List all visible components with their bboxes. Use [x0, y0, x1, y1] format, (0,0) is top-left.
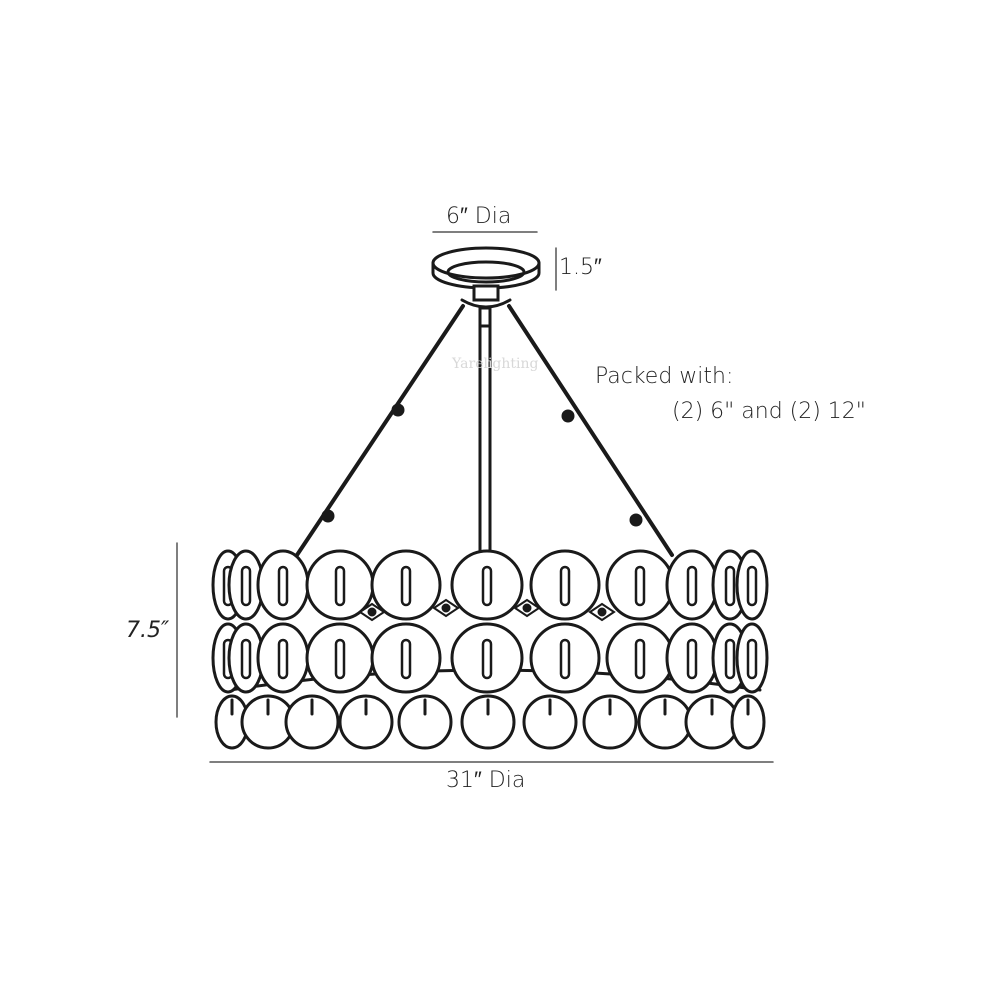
packed-with-detail: (2) 6" and (2) 12" — [672, 399, 866, 424]
disc-clip — [724, 565, 736, 607]
disc-clip — [481, 565, 493, 607]
bottom-disc — [460, 694, 516, 750]
disc-clip — [481, 638, 493, 680]
disc-clip — [559, 638, 571, 680]
disc-clip — [240, 638, 252, 680]
disc-clip — [400, 638, 412, 680]
disc-clip — [400, 565, 412, 607]
disc-clip — [334, 638, 346, 680]
disc-clip — [559, 565, 571, 607]
connector-dot — [597, 607, 607, 617]
disc-clip — [686, 565, 698, 607]
connector-dot — [441, 603, 451, 613]
disc-clip — [724, 638, 736, 680]
disc-clip — [686, 638, 698, 680]
disc-clip — [634, 638, 646, 680]
overall-diameter-label: 31″ Dia — [446, 768, 526, 793]
body-height-label: 7.5″ — [126, 618, 170, 643]
disc-clip — [277, 565, 289, 607]
canopy-diameter-label: 6″ Dia — [446, 204, 512, 229]
disc-clip — [240, 565, 252, 607]
connector-dot — [522, 603, 532, 613]
canopy — [431, 246, 541, 328]
disc-clip — [746, 565, 758, 607]
disc-clip — [634, 565, 646, 607]
canopy-height-label: 1.5″ — [559, 255, 602, 280]
bottom-disc — [284, 694, 340, 750]
disc-clip — [746, 638, 758, 680]
bottom-disc — [338, 694, 394, 750]
bottom-disc — [730, 694, 766, 750]
disc-clip — [334, 565, 346, 607]
disc-clip — [277, 638, 289, 680]
bottom-disc — [522, 694, 578, 750]
suspension-chains — [295, 304, 674, 557]
connector-dot — [367, 607, 377, 617]
glass-discs — [211, 549, 769, 750]
bottom-disc — [582, 694, 638, 750]
packed-with-label: Packed with: — [595, 364, 734, 389]
watermark: Yarelighting — [452, 356, 539, 372]
bottom-disc — [397, 694, 453, 750]
